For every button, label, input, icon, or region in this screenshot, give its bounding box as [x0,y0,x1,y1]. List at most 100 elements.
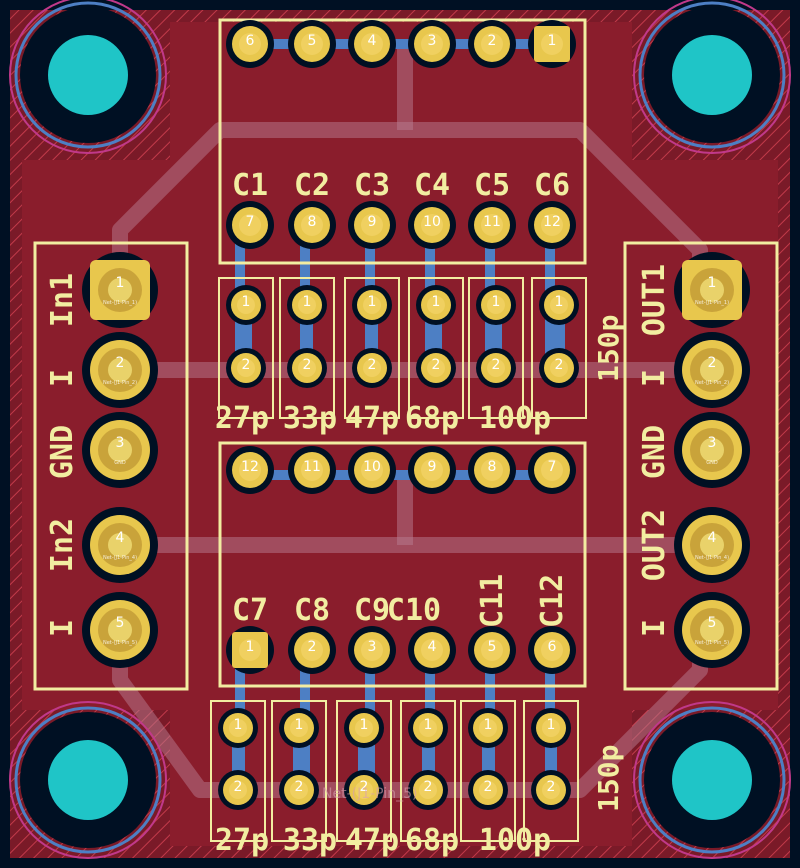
cap-pad-number: 2 [432,357,441,373]
switch-pad: 11 [288,446,336,494]
capacitor: 12 [279,277,335,419]
pin-net-label: GND [706,460,718,466]
pin-net-label: Net-(J1-Pin_2) [103,380,137,386]
switch-pad: 11 [468,201,516,249]
pad-number: 6 [246,33,255,49]
pad-number: 2 [488,33,497,49]
pad-number: 1 [548,33,557,49]
in-label: GND [45,425,80,479]
cap-pad-number: 1 [234,717,243,733]
pad-number: 5 [488,639,497,655]
cap-value: 47p [345,823,399,858]
pad-number: 11 [303,459,321,475]
pad-number: 2 [308,639,317,655]
pad-number: 8 [488,459,497,475]
pad-number: 3 [428,33,437,49]
out-label: I [637,369,672,387]
switch-bottom-outline [218,441,587,688]
cap-pad-number: 2 [295,779,304,795]
pad-number: 10 [363,459,381,475]
cap-pad-number: 2 [303,357,312,373]
capacitor: 12 [271,700,327,842]
pad-number: 8 [308,214,317,230]
switch-pad: 1 [528,20,576,68]
pin-number: 1 [708,275,717,291]
in-pins: 1Net-(J1-Pin_1)2Net-(J1-Pin_2)3GND4Net-(… [82,252,158,668]
out-label: I [637,619,672,637]
pin-number: 3 [708,435,717,451]
switch-ref: C6 [534,168,570,203]
pin-net-label: Net-(J1-Pin_1) [695,300,729,306]
switch-ref: C7 [232,593,268,628]
capacitor: 12 [210,700,266,842]
pin-number: 5 [116,615,125,631]
pin-net-label: Net-(J1-Pin_5) [103,640,137,646]
switch-ref: C11 [475,574,510,628]
mounting-hole [633,0,791,154]
mounting-hole [9,0,167,154]
cap-pad-number: 2 [368,357,377,373]
cap-pad-number: 1 [242,294,251,310]
switch-ref: C4 [414,168,450,203]
switch-pad: 8 [288,201,336,249]
pad-number: 11 [483,214,501,230]
switch-ref: C1 [232,168,268,203]
cap-side-value-top: 150p [592,315,625,382]
switch-pad: 4 [408,626,456,674]
in-connector-outline [33,241,189,691]
cap-value: 100p [479,401,551,436]
cap-pad-number: 1 [547,717,556,733]
in-label: I [45,369,80,387]
switch-pad: 7 [528,446,576,494]
cap-pad-number: 1 [303,294,312,310]
switch-top-outline [218,18,587,265]
cap-pad-number: 1 [424,717,433,733]
cap-value: 33p [283,823,337,858]
cap-value: 27p [215,401,269,436]
cap-pad-number: 1 [360,717,369,733]
capacitor: 12 [344,277,400,419]
cap-value: 68p [405,401,459,436]
cap-pad-number: 1 [555,294,564,310]
switch-pad: 9 [408,446,456,494]
pin-net-label: Net-(J1-Pin_2) [695,380,729,386]
switch-ref: C8 [294,593,330,628]
switch-pad: 8 [468,446,516,494]
capacitor: 12 [400,700,456,842]
cap-side-value-bottom: 150p [592,745,625,812]
in-label: I [45,619,80,637]
pad-number: 6 [548,639,557,655]
pin-number: 1 [116,275,125,291]
capacitor: 12 [336,700,392,842]
switch-pad: 7 [226,201,274,249]
switch-ref: C2 [294,168,330,203]
faded-net-label: Net-(J1-Pin_5) [322,786,417,802]
cap-pad-number: 1 [368,294,377,310]
pad-number: 12 [543,214,561,230]
pin-net-label: Net-(J1-Pin_4) [103,555,137,561]
switch-pad: 5 [288,20,336,68]
switch-pad: 12 [226,446,274,494]
switch-pad: 4 [348,20,396,68]
cap-pad-number: 2 [360,779,369,795]
capacitor: 12 [523,700,579,842]
switch-ref: C5 [474,168,510,203]
switch-pad: 10 [348,446,396,494]
cap-value: 33p [283,401,337,436]
out-pins: 1Net-(J1-Pin_1)2Net-(J1-Pin_2)3GND4Net-(… [674,252,750,668]
pin-number: 5 [708,615,717,631]
switch-pad: 6 [226,20,274,68]
pad-number: 7 [548,459,557,475]
